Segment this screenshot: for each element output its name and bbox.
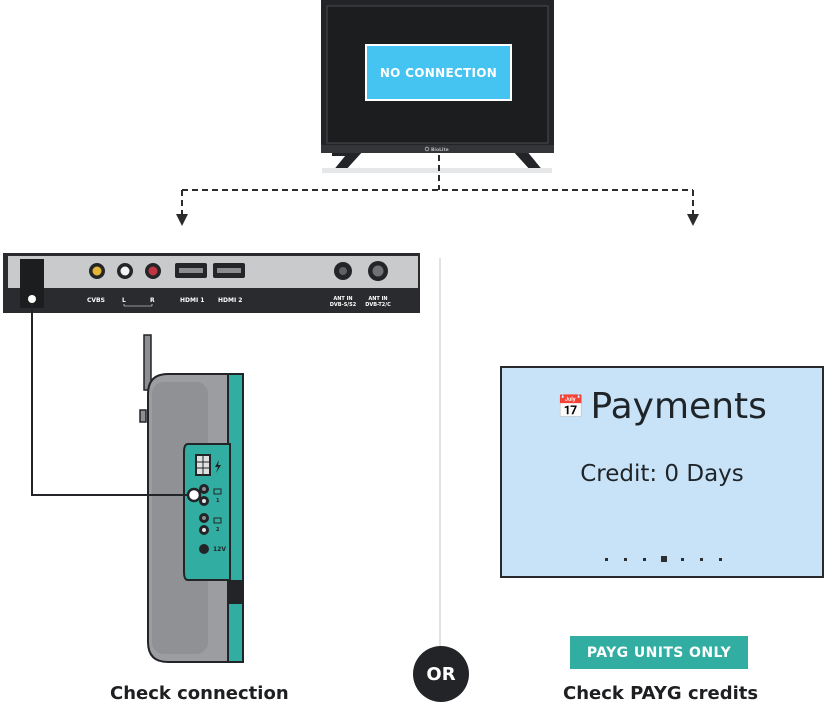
power-port-icon (28, 295, 36, 303)
dc-port-icon (199, 544, 209, 554)
voltage-label: 12V (213, 546, 226, 553)
check-payg-credits-caption: Check PAYG credits (563, 683, 759, 704)
page-dot (643, 558, 646, 561)
check-connection-caption: Check connection (110, 683, 289, 704)
page-dot (605, 558, 608, 561)
display-icon (213, 488, 222, 495)
control-unit: 1 2 12V (139, 334, 244, 663)
port-label-l: L (122, 297, 126, 304)
port-number-1: 1 (216, 498, 220, 504)
tv-back-panel: CVBS L R HDMI 1 HDMI 2 ANT IN DVB-S/S2 A… (3, 253, 420, 313)
port-label-antenna-2: ANT IN (368, 296, 387, 302)
port-label-antenna-2-type: DVB-T2/C (365, 302, 391, 308)
port-label-antenna-1: ANT IN (333, 296, 352, 302)
port-label-hdmi-2: HDMI 2 (218, 297, 242, 304)
payments-title-row: 📅Payments (502, 386, 822, 427)
tv-left-stand (332, 150, 364, 172)
tv: BioLite (321, 0, 554, 173)
arrow-down-icon (687, 214, 699, 226)
page-indicator (502, 556, 822, 568)
arrow-down-icon (176, 214, 188, 226)
calendar-icon: 📅 (557, 395, 585, 420)
display-icon (213, 517, 222, 524)
payg-units-badge: PAYG UNITS ONLY (570, 636, 748, 669)
power-icon (424, 146, 430, 152)
no-connection-message: NO CONNECTION (379, 65, 498, 80)
tv-right-stand (512, 150, 544, 172)
port-label-r: R (150, 297, 155, 304)
cable-plug-icon (186, 487, 202, 503)
page-dot (624, 558, 627, 561)
payments-lcd-screen: 📅Payments Credit: 0 Days (500, 366, 824, 578)
page-dot-active (660, 556, 667, 562)
tv-brand-label: BioLite (431, 147, 449, 153)
port-label-hdmi-1: HDMI 1 (180, 297, 204, 304)
credit-readout: Credit: 0 Days (580, 461, 744, 487)
port-panel (183, 443, 231, 581)
screen-message-box (365, 44, 512, 101)
lightning-icon (215, 460, 221, 473)
page-dot (719, 558, 722, 561)
payments-title: Payments (590, 386, 767, 427)
port-label-cvbs: CVBS (87, 297, 105, 304)
port-label-antenna-1-type: DVB-S/S2 (330, 302, 357, 308)
port-number-2: 2 (216, 527, 220, 533)
dashed-connectors (181, 155, 694, 214)
connection-cable (31, 303, 194, 496)
or-separator: OR (413, 646, 469, 702)
page-dot (681, 558, 684, 561)
page-dot (700, 558, 703, 561)
